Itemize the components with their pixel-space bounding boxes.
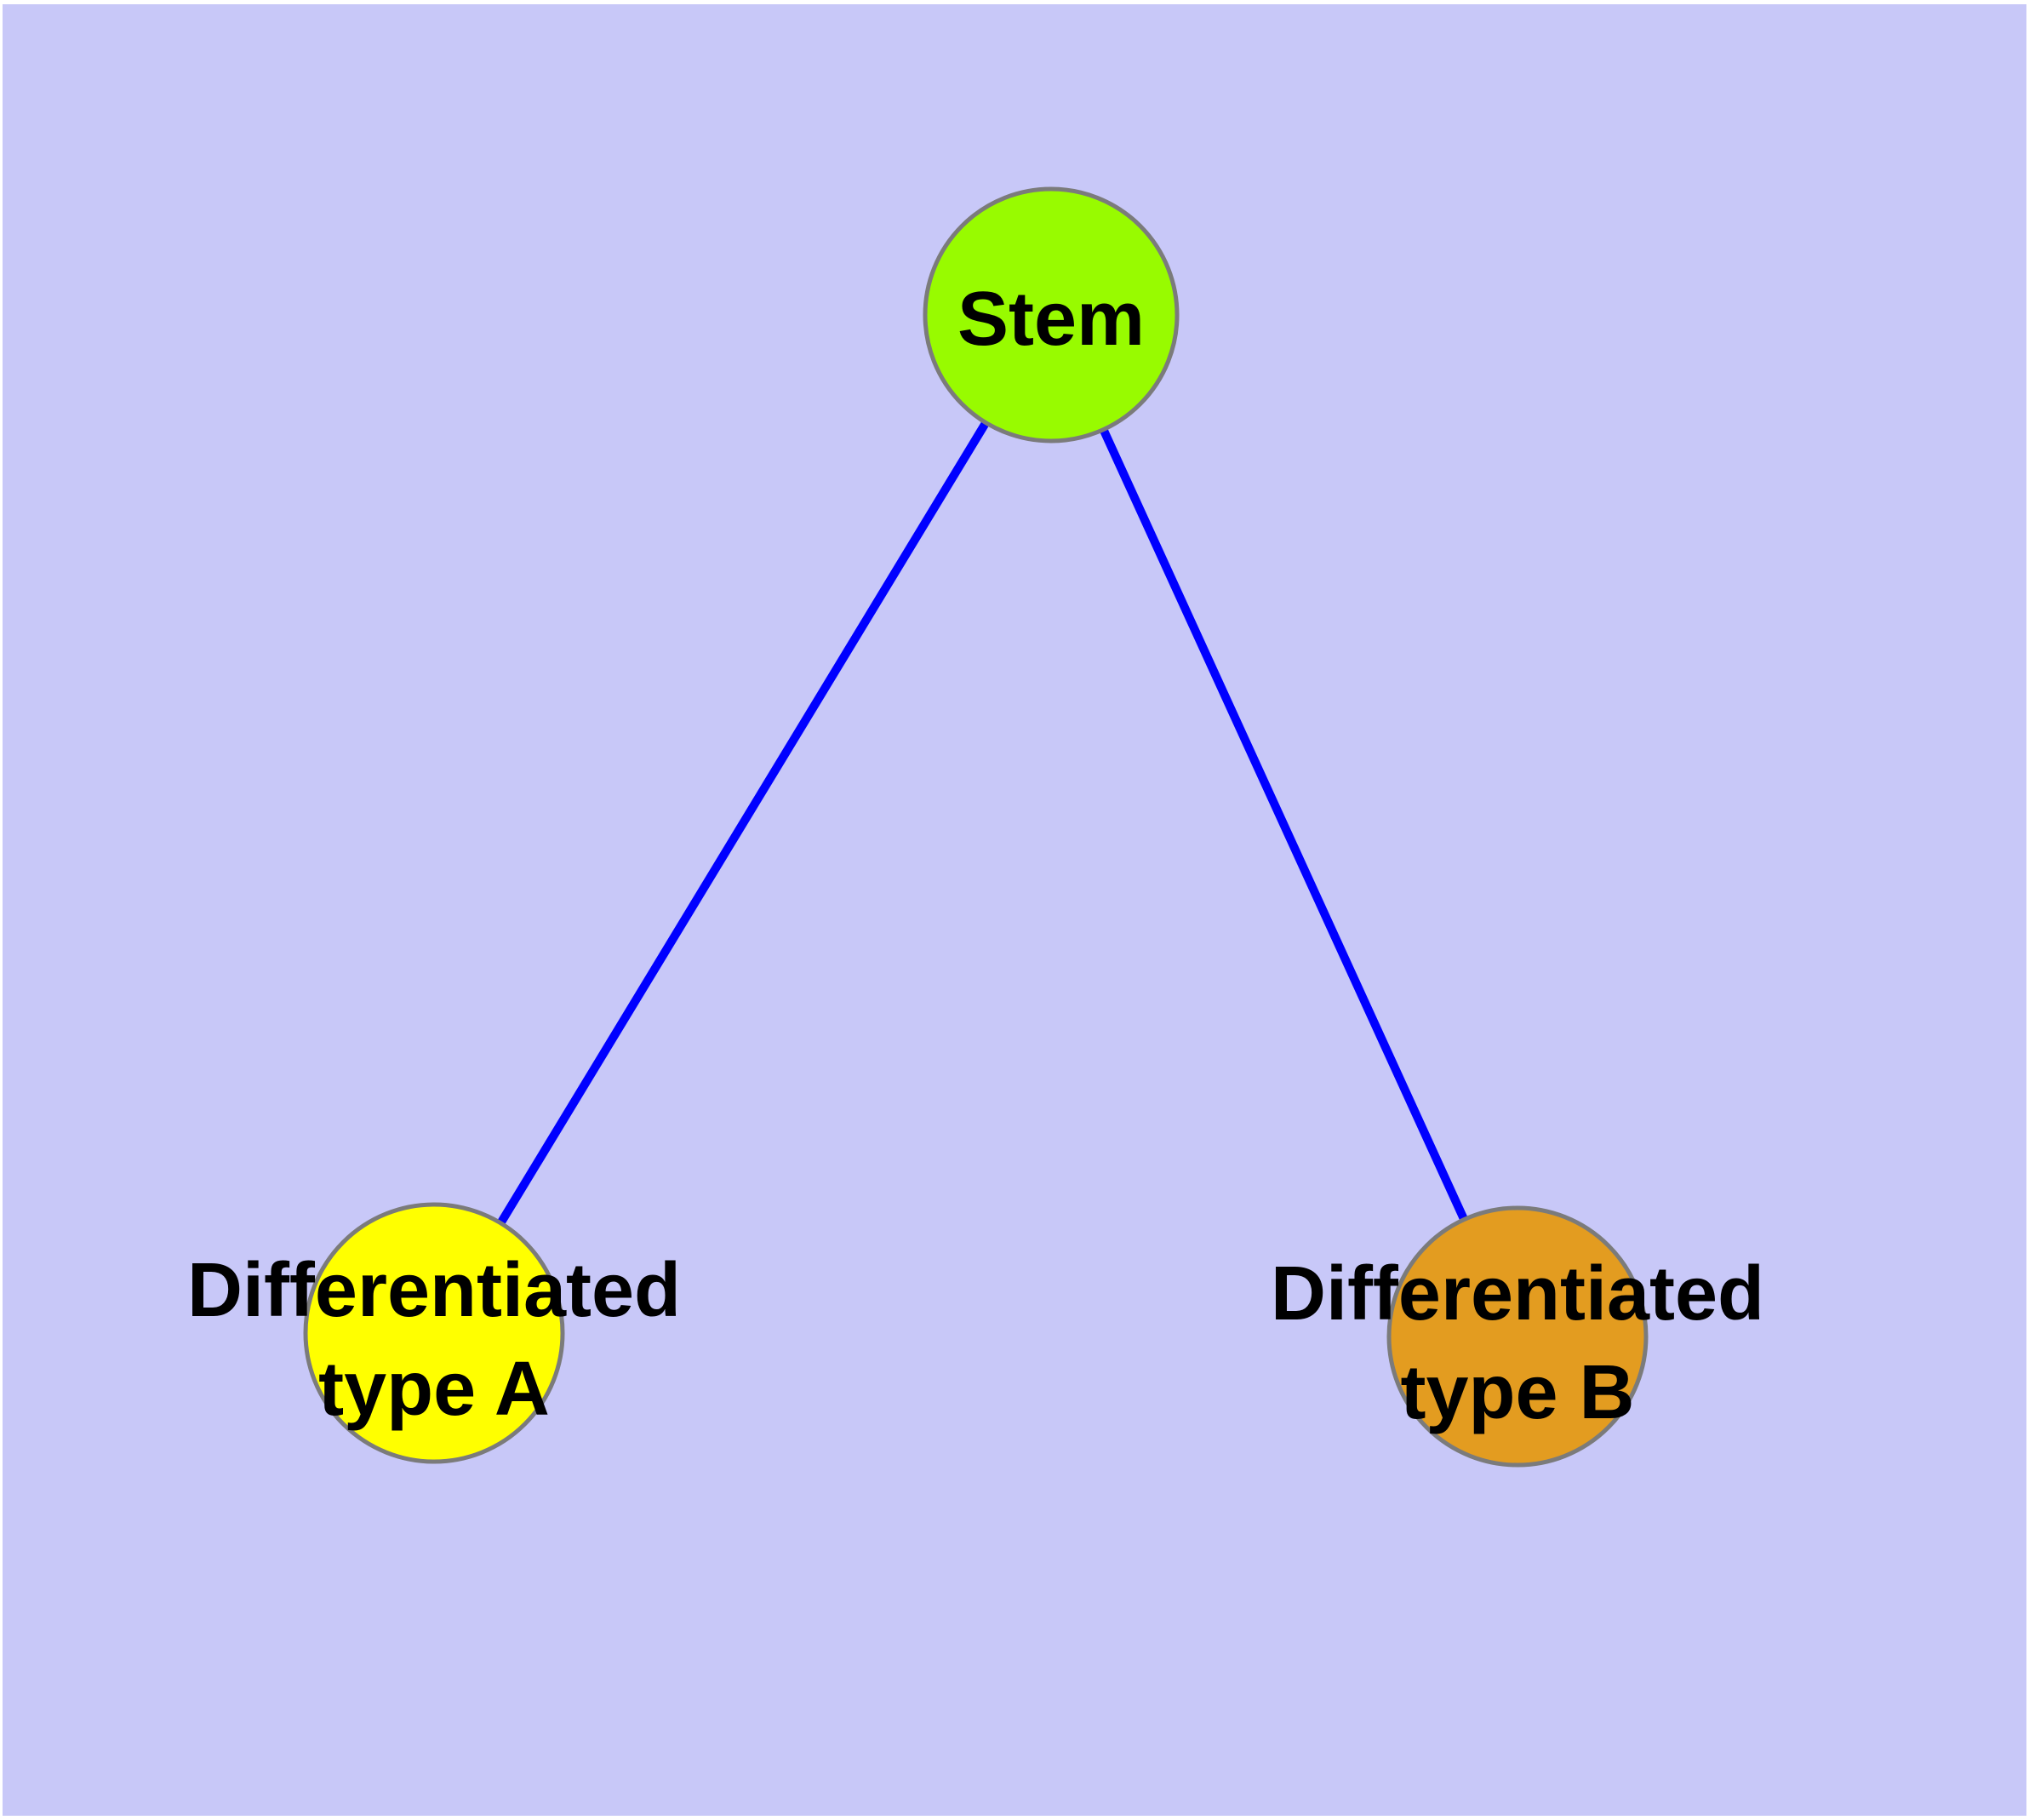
edge-stem-to-type-b — [1047, 312, 1522, 1339]
node-differentiated-type-a — [303, 1202, 565, 1464]
node-stem — [923, 186, 1180, 444]
nodes — [303, 186, 1649, 1468]
node-label-type-a-line-2: type A — [318, 1347, 550, 1432]
node-label-type-b-line-1: Differentiated — [1271, 1251, 1764, 1336]
node-labels: Stem Differentiated type A Differentiate… — [187, 277, 1764, 1435]
node-label-type-b-line-2: type B — [1400, 1350, 1634, 1435]
node-label-stem: Stem — [957, 277, 1145, 362]
edge-stem-to-type-a — [430, 312, 1055, 1336]
edges — [430, 312, 1522, 1339]
node-differentiated-type-b — [1386, 1205, 1649, 1468]
node-label-type-a-line-1: Differentiated — [187, 1248, 681, 1333]
